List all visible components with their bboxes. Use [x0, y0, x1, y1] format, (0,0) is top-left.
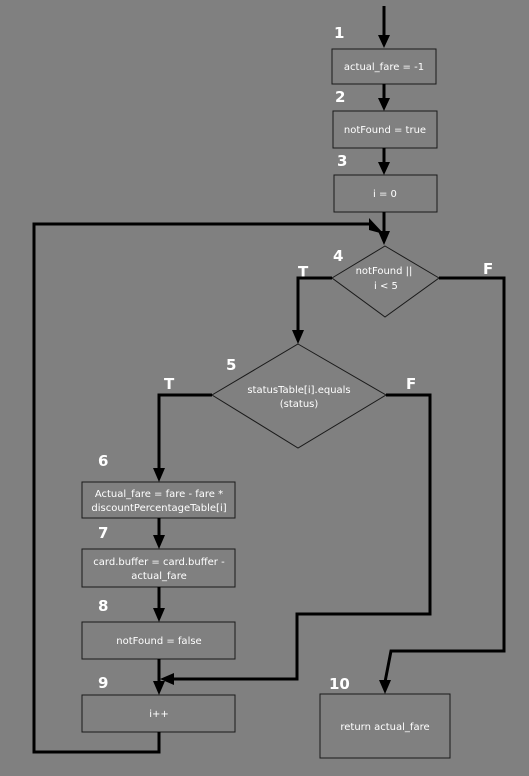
node-5-line-1: statusTable[i].equals — [247, 385, 350, 396]
node-8-line-1: notFound = false — [116, 636, 201, 647]
edge-4-5-true-arrowhead — [292, 330, 304, 344]
node-2-box — [332, 110, 438, 149]
node-7-number: 7 — [98, 524, 108, 542]
node-9-number: 9 — [98, 674, 108, 692]
node-1: actual_fare = -1 1 — [331, 24, 437, 85]
d4-false-label: F — [483, 260, 493, 278]
node-4: notFound || i < 5 4 — [331, 245, 440, 318]
node-1-line-1: actual_fare = -1 — [344, 62, 424, 73]
node-6-line-2: discountPercentageTable[i] — [91, 503, 226, 514]
edge-4-5-true — [296, 276, 332, 332]
node-5-diamond — [211, 343, 387, 449]
node-6-line-1: Actual_fare = fare - fare * — [95, 489, 223, 500]
node-10: return actual_fare 10 — [319, 675, 451, 759]
d4-true-label: T — [298, 263, 309, 281]
node-4-line-1: notFound || — [356, 266, 413, 277]
node-6: Actual_fare = fare - fare * discountPerc… — [81, 452, 236, 519]
edge-5-6-true-arrowhead — [153, 468, 165, 482]
node-5-number: 5 — [226, 356, 236, 374]
node-8: notFound = false 8 — [81, 597, 236, 660]
node-9: i++ 9 — [81, 674, 236, 733]
node-3-box — [333, 174, 438, 213]
edge-9-4-loop-arrowhead — [369, 218, 384, 234]
edge-8-9-arrowhead — [153, 681, 165, 695]
node-9-line-1: i++ — [149, 709, 169, 720]
node-2-line-1: notFound = true — [344, 125, 426, 136]
node-6-number: 6 — [98, 452, 108, 470]
node-4-diamond — [331, 245, 440, 318]
node-6-box — [81, 481, 236, 519]
node-2: notFound = true 2 — [332, 88, 438, 149]
edge-7-8-arrowhead — [153, 608, 165, 622]
d5-false-label: F — [406, 375, 416, 393]
node-8-box — [81, 621, 236, 660]
node-7-line-2: actual_fare — [131, 571, 186, 582]
edge-5-9-false — [173, 393, 432, 681]
edges — [32, 6, 506, 754]
node-2-number: 2 — [335, 88, 345, 106]
node-5: statusTable[i].equals (status) 5 — [211, 343, 387, 449]
edge-5-9-false-arrowhead — [160, 673, 174, 685]
edge-4-10-false-arrowhead — [379, 680, 391, 694]
edge-9-4-loop — [32, 222, 372, 754]
edge-6-7-arrowhead — [153, 535, 165, 549]
node-1-box — [331, 48, 437, 85]
edge-5-6-true — [157, 393, 212, 470]
node-10-number: 10 — [329, 675, 350, 693]
d5-true-label: T — [164, 375, 175, 393]
edge-3-4-arrowhead — [378, 231, 390, 245]
edge-entry-arrowhead — [378, 35, 390, 48]
node-10-box — [319, 693, 451, 759]
node-7-line-1: card.buffer = card.buffer - — [93, 557, 225, 568]
edge-2-3-arrowhead — [378, 162, 390, 175]
node-3: i = 0 3 — [333, 152, 438, 213]
edge-1-2-arrowhead — [378, 98, 390, 111]
node-10-line-1: return actual_fare — [340, 722, 429, 733]
node-1-number: 1 — [334, 24, 344, 42]
node-5-line-2: (status) — [280, 399, 319, 410]
node-9-box — [81, 694, 236, 733]
edge-4-10-false — [383, 276, 506, 683]
node-7: card.buffer = card.buffer - actual_fare … — [81, 524, 236, 588]
node-7-box — [81, 548, 236, 588]
node-3-number: 3 — [337, 152, 347, 170]
node-4-line-2: i < 5 — [374, 281, 398, 292]
node-3-line-1: i = 0 — [373, 189, 397, 200]
node-8-number: 8 — [98, 597, 108, 615]
node-4-number: 4 — [333, 247, 343, 265]
